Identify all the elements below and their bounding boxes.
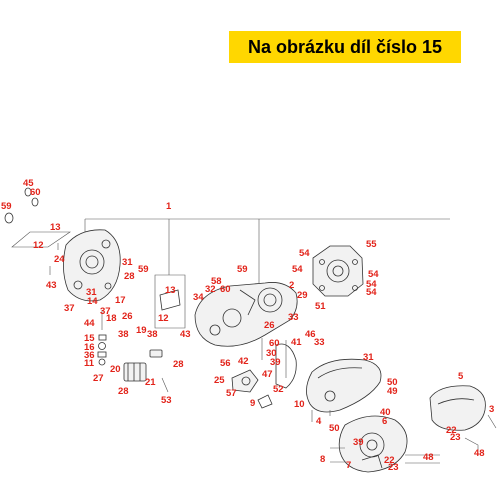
- callout-label: 48: [423, 452, 434, 463]
- callout-label: 33: [288, 312, 299, 323]
- callout-label: 17: [115, 295, 126, 306]
- callout-label: 59: [237, 264, 248, 275]
- callout-label: 39: [270, 357, 281, 368]
- callout-label: 15: [84, 333, 95, 344]
- callout-label: 47: [262, 369, 273, 380]
- bracket-group-drawing: [154, 219, 186, 329]
- callout-label: 26: [264, 320, 275, 331]
- callout-label: 10: [294, 399, 305, 410]
- callout-label: 6: [382, 416, 387, 427]
- callout-label: 9: [250, 398, 255, 409]
- callout-label: 32: [205, 284, 216, 295]
- side-cover-drawing: [312, 245, 364, 297]
- callout-label: 25: [214, 375, 225, 386]
- callout-label: 12: [33, 240, 44, 251]
- callout-label: 54: [366, 287, 377, 298]
- callout-label: 45: [23, 178, 34, 189]
- cvt-cover-drawing: [306, 358, 382, 422]
- callout-label: 2: [289, 280, 294, 291]
- callout-labels: 45 60 59 13 12 24 43 1 31 28 59 13 12 31…: [1, 178, 494, 473]
- callout-label: 3: [489, 404, 494, 415]
- callout-label: 7: [346, 460, 351, 471]
- callout-label: 54: [292, 264, 303, 275]
- callout-label: 26: [122, 311, 133, 322]
- callout-label: 23: [450, 432, 461, 443]
- callout-label: 38: [118, 329, 129, 340]
- callout-label: 52: [273, 384, 284, 395]
- oil-filter-drawing: [123, 349, 169, 393]
- callout-label: 12: [158, 313, 169, 324]
- main-crankcase-drawing: [194, 219, 298, 347]
- callout-label: 54: [368, 269, 379, 280]
- callout-label: 34: [193, 292, 204, 303]
- callout-label: 59: [138, 264, 149, 275]
- callout-label: 29: [297, 290, 308, 301]
- left-crankcase-drawing: [11, 218, 450, 302]
- callout-label: 28: [124, 271, 135, 282]
- part-number-banner: Na obrázku díl číslo 15: [229, 31, 461, 63]
- callout-label: 24: [54, 254, 65, 265]
- callout-label: 56: [220, 358, 231, 369]
- callout-label: 40: [380, 407, 391, 418]
- callout-label: 58: [211, 276, 222, 287]
- callout-label: 51: [315, 301, 326, 312]
- callout-label: 16: [84, 342, 95, 353]
- callout-label: 30: [266, 348, 277, 359]
- callout-label: 36: [84, 350, 95, 361]
- callout-label: 43: [46, 280, 57, 291]
- callout-label: 50: [329, 423, 340, 434]
- callout-label: 4: [316, 416, 322, 427]
- callout-label: 23: [388, 462, 399, 473]
- callout-label: 11: [84, 358, 95, 369]
- callout-label: 13: [50, 222, 61, 233]
- callout-label: 31: [122, 257, 133, 268]
- callout-label: 37: [100, 306, 111, 317]
- plug-stack-drawing: [97, 310, 107, 366]
- callout-label: 53: [161, 395, 172, 406]
- callout-label: 48: [474, 448, 485, 459]
- callout-label: 28: [118, 386, 129, 397]
- callout-label: 8: [320, 454, 325, 465]
- callout-label: 59: [1, 201, 12, 212]
- cover-plate-drawing: [231, 338, 297, 409]
- air-duct-drawing: [429, 385, 497, 450]
- callout-label: 43: [180, 329, 191, 340]
- callout-label: 21: [145, 377, 156, 388]
- callout-label: 55: [366, 239, 377, 250]
- callout-label: 39: [353, 437, 364, 448]
- small-seals-drawing: [4, 187, 59, 275]
- callout-label: 54: [299, 248, 310, 259]
- callout-label: 13: [165, 285, 176, 296]
- callout-label: 31: [363, 352, 374, 363]
- callout-label: 19: [136, 325, 147, 336]
- callout-label: 18: [106, 313, 117, 324]
- callout-label: 1: [166, 201, 172, 212]
- clutch-cover-drawing: [330, 415, 440, 473]
- callout-label: 22: [384, 455, 395, 466]
- callout-label: 14: [87, 296, 98, 307]
- callout-label: 33: [314, 337, 325, 348]
- callout-label: 38: [147, 329, 158, 340]
- callout-label: 60: [220, 284, 231, 295]
- callout-label: 54: [366, 279, 377, 290]
- callout-label: 60: [30, 187, 41, 198]
- callout-label: 31: [86, 287, 97, 298]
- callout-label: 49: [387, 386, 398, 397]
- callout-label: 46: [305, 329, 316, 340]
- callout-label: 27: [93, 373, 104, 384]
- callout-label: 50: [387, 377, 398, 388]
- callout-label: 5: [458, 371, 464, 382]
- callout-label: 28: [173, 359, 184, 370]
- callout-label: 20: [110, 364, 121, 375]
- callout-label: 44: [84, 318, 95, 329]
- callout-label: 37: [64, 303, 75, 314]
- callout-label: 42: [238, 356, 249, 367]
- callout-label: 57: [226, 388, 237, 399]
- callout-label: 41: [291, 337, 302, 348]
- callout-label: 22: [446, 425, 457, 436]
- callout-label: 60: [269, 338, 280, 349]
